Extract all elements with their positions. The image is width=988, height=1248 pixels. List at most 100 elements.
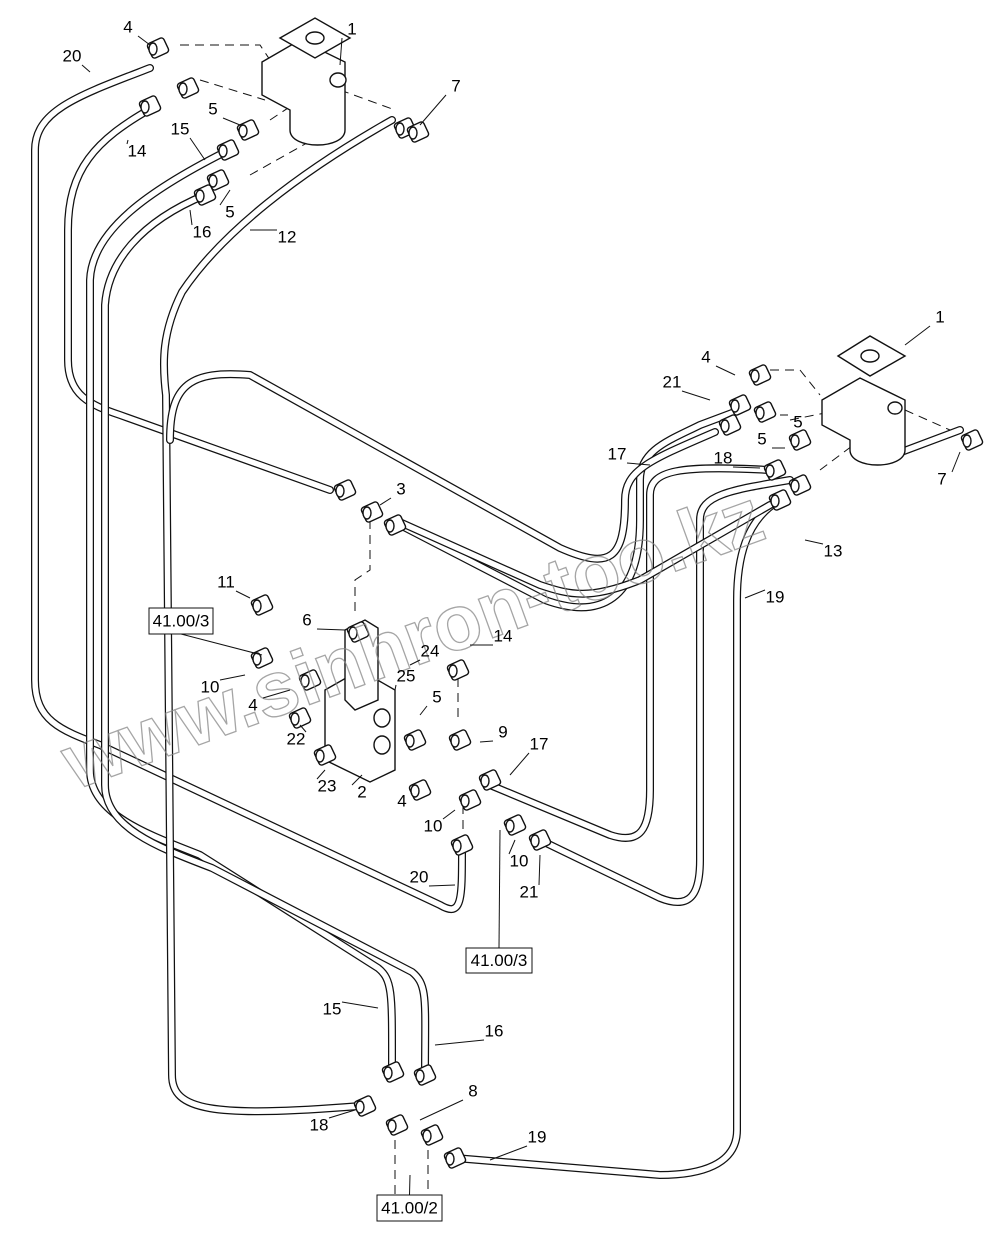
callout-15: 15 — [171, 119, 206, 161]
fitting — [763, 459, 787, 481]
callout-label: 20 — [410, 867, 429, 886]
reference-label[interactable]: 41.00/2 — [381, 1198, 438, 1217]
callout-label: 15 — [323, 999, 342, 1018]
leader-line — [189, 137, 206, 161]
callout-17: 17 — [509, 734, 549, 776]
leader-line — [235, 590, 251, 599]
leader-line — [341, 1001, 379, 1009]
callout-label: 15 — [171, 119, 190, 138]
fitting — [443, 1147, 467, 1169]
hose — [536, 476, 794, 907]
callout-label: 18 — [714, 448, 733, 467]
callout-6: 6 — [302, 610, 346, 631]
leader-line — [394, 684, 397, 691]
leader-line — [951, 451, 961, 473]
callout-label: 5 — [757, 429, 766, 448]
reference-link[interactable]: 41.00/2 — [376, 1174, 443, 1222]
reference-label[interactable]: 41.00/3 — [471, 951, 528, 970]
callout-4: 4 — [397, 789, 413, 810]
fitting — [176, 77, 200, 99]
callout-label: 24 — [421, 641, 440, 660]
reference-box[interactable] — [465, 947, 533, 974]
callout-24: 24 — [409, 641, 440, 666]
callout-label: 16 — [193, 222, 212, 241]
fitting — [718, 414, 742, 436]
callout-label: 1 — [935, 307, 944, 326]
leader-line — [434, 1039, 485, 1046]
leader-line — [126, 139, 129, 145]
callout-15: 15 — [323, 999, 379, 1018]
fitting — [788, 429, 812, 451]
steering-unit-right — [821, 335, 907, 466]
reference-link[interactable]: 41.00/3 — [148, 607, 263, 656]
leader-line — [508, 839, 516, 855]
fitting — [250, 594, 274, 616]
hoses — [31, 64, 964, 1179]
callout-20: 20 — [63, 46, 91, 73]
callout-label: 21 — [520, 882, 539, 901]
callout-17: 17 — [608, 444, 651, 466]
callout-label: 5 — [225, 202, 234, 221]
fitting — [748, 364, 772, 386]
fitting — [298, 669, 322, 691]
svg-text:www.sinhron-too.kz: www.sinhron-too.kz — [50, 471, 775, 806]
leader-line — [744, 589, 766, 599]
fitting — [408, 779, 432, 801]
fitting — [138, 95, 162, 117]
callout-13: 13 — [804, 539, 842, 560]
reference-link[interactable]: 41.00/3 — [465, 829, 533, 974]
leader-line — [804, 539, 824, 545]
reference-box[interactable] — [148, 607, 214, 635]
fitting — [960, 429, 984, 451]
callout-label: 19 — [766, 587, 785, 606]
callout-25: 25 — [394, 666, 415, 691]
callout-label: 10 — [510, 851, 529, 870]
hose — [64, 104, 334, 494]
callout-label: 3 — [396, 479, 405, 498]
leader-line — [538, 854, 541, 886]
fitting — [313, 744, 337, 766]
leader-line — [419, 1099, 464, 1121]
callout-label: 10 — [424, 816, 443, 835]
fitting — [788, 474, 812, 496]
callout-19: 19 — [489, 1127, 546, 1161]
leader-line — [137, 35, 151, 46]
callout-16: 16 — [434, 1021, 504, 1046]
callout-4: 4 — [248, 689, 291, 714]
callout-label: 14 — [494, 626, 513, 645]
callout-1: 1 — [904, 307, 945, 346]
fitting — [216, 139, 240, 161]
callout-5: 5 — [208, 99, 241, 126]
fitting — [420, 1124, 444, 1146]
hose — [451, 496, 784, 1179]
fitting — [383, 514, 407, 536]
leader-line — [904, 325, 931, 346]
callout-7: 7 — [937, 451, 961, 488]
leader-line — [379, 497, 392, 506]
callout-label: 16 — [485, 1021, 504, 1040]
fitting — [478, 769, 502, 791]
callout-label: 10 — [201, 677, 220, 696]
callout-label: 21 — [663, 372, 682, 391]
fitting — [458, 789, 482, 811]
fitting — [360, 501, 384, 523]
callout-7: 7 — [419, 76, 461, 126]
leader-line — [626, 462, 651, 466]
hose — [391, 501, 774, 598]
fitting — [403, 729, 427, 751]
leader-line — [419, 94, 447, 126]
callout-label: 5 — [208, 99, 217, 118]
leader-line — [419, 705, 428, 716]
reference-label[interactable]: 41.00/3 — [153, 611, 210, 630]
reference-box[interactable] — [376, 1194, 443, 1222]
callout-22: 22 — [287, 724, 307, 748]
leader-line — [351, 774, 363, 786]
callout-label: 17 — [530, 734, 549, 753]
callout-20: 20 — [410, 867, 456, 887]
callout-label: 20 — [63, 46, 82, 65]
hose — [166, 370, 719, 563]
leader-line — [299, 724, 307, 733]
leader-line — [681, 390, 711, 401]
fitting — [413, 1064, 437, 1086]
